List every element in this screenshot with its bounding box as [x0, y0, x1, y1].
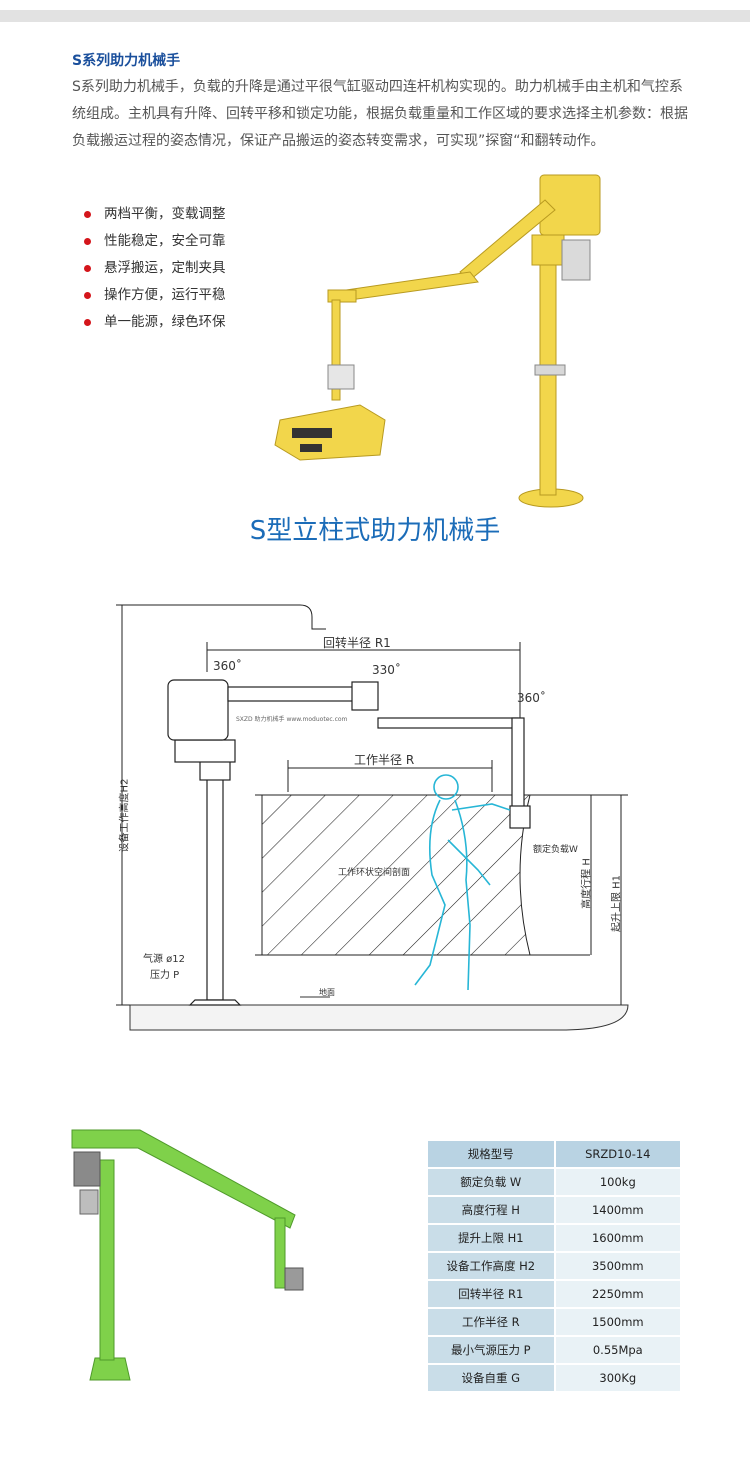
bullet-dot	[84, 265, 91, 272]
arm-brand-text: SXZD 助力机械手 www.moduotec.com	[236, 716, 348, 723]
pressure-label: 压力 P	[150, 970, 180, 981]
feature-list: 两档平衡，变载调整 性能稳定，安全可靠 悬浮搬运，定制夹具 操作方便，运行平稳 …	[84, 201, 226, 336]
intro-paragraph: S系列助力机械手，负载的升降是通过平很气缸驱动四连杆机构实现的。助力机械手由主机…	[72, 79, 688, 149]
table-header-row: 规格型号 SRZD10-14	[428, 1141, 680, 1167]
feature-item: 操作方便，运行平稳	[84, 282, 226, 309]
top-divider-bar	[0, 10, 750, 22]
ground-label: 地面	[319, 988, 335, 997]
dimension-diagram	[116, 604, 629, 1031]
product-photo-yellow-manipulator	[274, 174, 601, 508]
bullet-dot	[84, 319, 91, 326]
rotation-360-b: 360˚	[517, 691, 546, 705]
ground	[129, 1004, 629, 1031]
feature-item: 性能稳定，安全可靠	[84, 228, 226, 255]
feature-item: 两档平衡，变载调整	[84, 201, 226, 228]
rated-load-label: 额定负载W	[533, 845, 578, 855]
bullet-dot	[84, 292, 91, 299]
air-source-label: 气源 ø12	[143, 954, 186, 965]
manipulator-outline	[167, 679, 531, 1006]
workspace-label: 工作环状空间剖面	[338, 868, 411, 878]
r-label: 工作半径 R	[354, 753, 415, 767]
product-title: S型立柱式助力机械手	[249, 516, 501, 546]
rotation-360-a: 360˚	[213, 659, 242, 673]
feature-item: 悬浮搬运，定制夹具	[84, 255, 226, 282]
bullet-dot	[84, 211, 91, 218]
worker-figure	[414, 774, 511, 991]
r1-label: 回转半径 R1	[323, 636, 391, 650]
rotation-330: 330˚	[372, 663, 401, 677]
section-heading: S系列助力机械手	[72, 53, 181, 69]
bullet-dot	[84, 238, 91, 245]
feature-item: 单一能源，绿色环保	[84, 309, 226, 336]
